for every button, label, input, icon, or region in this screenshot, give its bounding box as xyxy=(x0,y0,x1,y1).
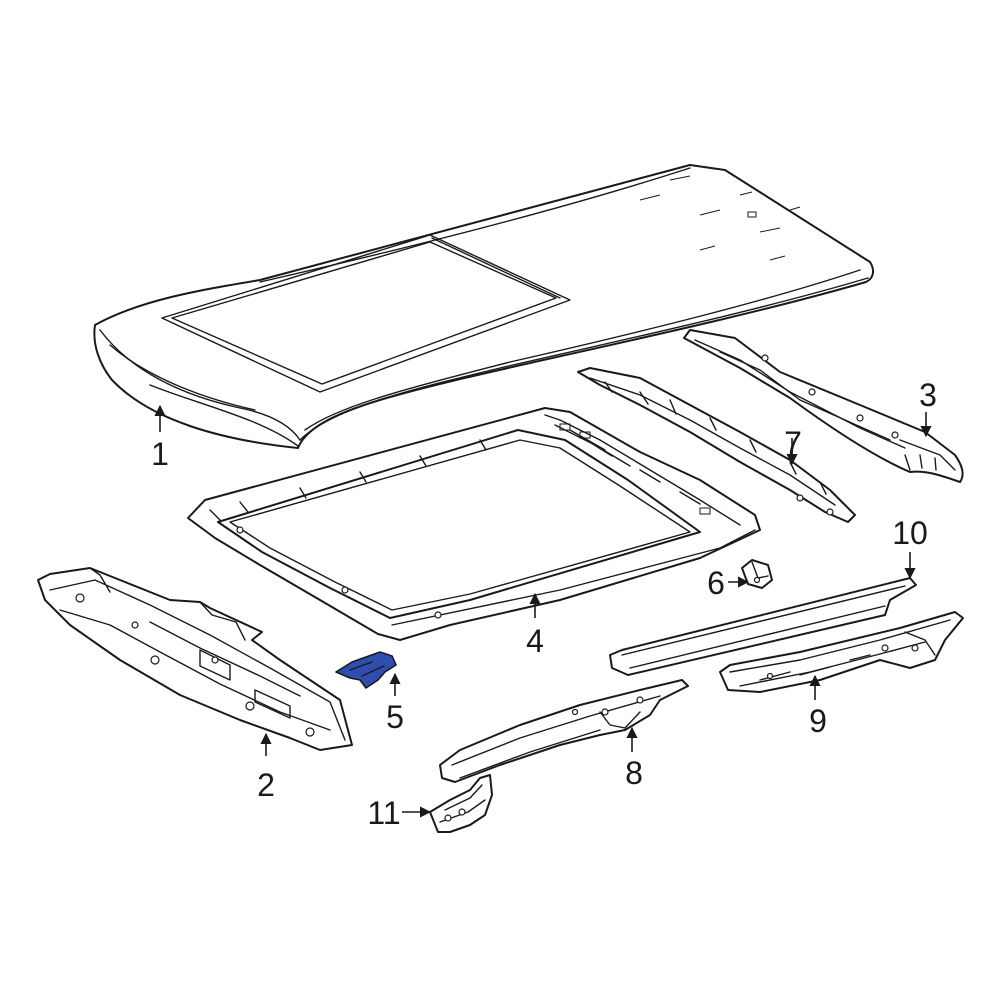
part-7-roof-bow[interactable] xyxy=(577,367,856,523)
callout-3[interactable]: 3 xyxy=(919,377,937,413)
part-2-front-header[interactable] xyxy=(37,567,353,751)
callout-11[interactable]: 11 xyxy=(367,795,400,831)
part-3-roof-rail-rear[interactable] xyxy=(683,329,964,483)
callout-10[interactable]: 10 xyxy=(892,515,928,551)
callout-2[interactable]: 2 xyxy=(257,767,275,803)
callout-7[interactable]: 7 xyxy=(784,425,802,461)
callout-4[interactable]: 4 xyxy=(526,623,544,659)
part-9-inner-rail[interactable] xyxy=(719,611,964,693)
callout-5[interactable]: 5 xyxy=(386,699,404,735)
callout-1[interactable]: 1 xyxy=(151,436,169,472)
callout-labels: 1 2 3 4 5 6 7 8 9 10 11 xyxy=(151,377,937,831)
part-8-lower-rail[interactable] xyxy=(439,679,689,783)
part-1-roof-panel[interactable] xyxy=(93,164,875,449)
leader-lines xyxy=(154,404,932,818)
callout-8[interactable]: 8 xyxy=(625,755,643,791)
part-10-side-rail[interactable] xyxy=(609,577,917,676)
callout-6[interactable]: 6 xyxy=(707,565,725,601)
part-4-sunroof-frame[interactable] xyxy=(187,407,761,641)
part-6-bracket[interactable] xyxy=(741,559,773,589)
part-5-bracket-highlighted[interactable] xyxy=(335,651,397,689)
part-11-reinforcement[interactable] xyxy=(429,774,493,833)
callout-9[interactable]: 9 xyxy=(809,703,827,739)
